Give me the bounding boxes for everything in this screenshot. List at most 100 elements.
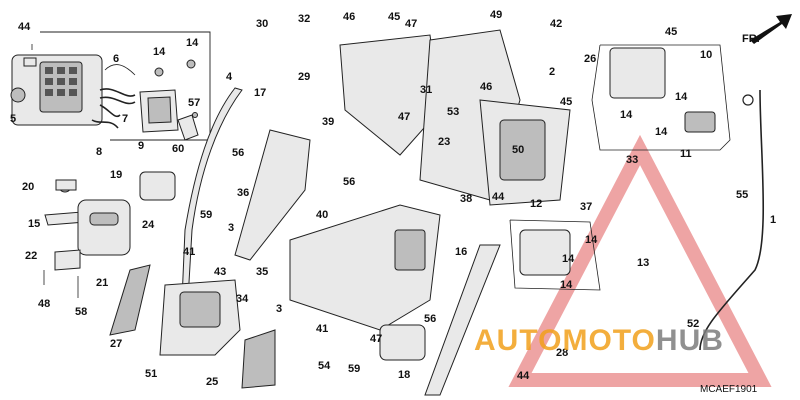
panel-part <box>684 111 716 133</box>
part-callout-60: 60 <box>172 143 184 155</box>
fastener-part <box>154 67 164 77</box>
cover-part <box>77 199 131 256</box>
part-callout-8: 8 <box>96 146 102 158</box>
part-callout-40: 40 <box>316 209 328 221</box>
watermark-triangle <box>508 134 772 387</box>
part-callout-29: 29 <box>298 71 310 83</box>
part-callout-21: 21 <box>96 277 108 289</box>
part-callout-50: 50 <box>512 144 524 156</box>
part-callout-58: 58 <box>75 306 87 318</box>
part-callout-16: 16 <box>455 246 467 258</box>
svg-text:FR.: FR. <box>742 33 760 45</box>
wire-harness-part <box>91 64 136 129</box>
part-callout-45: 45 <box>665 26 677 38</box>
part-callout-54: 54 <box>318 360 331 372</box>
part-callout-56: 56 <box>232 147 244 159</box>
part-callout-42: 42 <box>550 18 562 30</box>
part-callout-46: 46 <box>343 11 355 23</box>
upper-cover-part <box>339 34 441 156</box>
part-callout-46: 46 <box>480 81 492 93</box>
fastener-part <box>186 59 196 69</box>
part-callout-24: 24 <box>142 219 155 231</box>
control-unit-part <box>139 89 179 133</box>
part-callout-32: 32 <box>298 13 310 25</box>
part-callout-18: 18 <box>398 369 410 381</box>
pad-part <box>109 264 151 336</box>
part-callout-14: 14 <box>562 253 575 265</box>
switch-panel-part <box>10 54 103 126</box>
part-callout-14: 14 <box>153 46 166 58</box>
watermark-text: AUTOMOTOHUB <box>474 324 724 357</box>
part-callout-19: 19 <box>110 169 122 181</box>
part-callout-14: 14 <box>585 234 598 246</box>
part-callout-1: 1 <box>770 214 776 226</box>
vent-grille-part <box>139 171 176 201</box>
part-callout-41: 41 <box>183 246 195 258</box>
part-callout-14: 14 <box>655 126 668 138</box>
part-callout-20: 20 <box>22 181 34 193</box>
part-callout-59: 59 <box>200 209 212 221</box>
part-callout-45: 45 <box>560 96 572 108</box>
hinge-part <box>55 179 77 193</box>
part-callout-37: 37 <box>580 201 592 213</box>
part-callout-17: 17 <box>254 87 266 99</box>
clip-part <box>177 114 199 141</box>
part-callout-15: 15 <box>28 218 40 230</box>
part-callout-9: 9 <box>138 140 144 152</box>
diagram-code: MCAEF1901 <box>700 384 758 395</box>
part-callout-14: 14 <box>560 279 573 291</box>
part-callout-47: 47 <box>370 333 382 345</box>
part-callout-47: 47 <box>405 18 417 30</box>
part-callout-35: 35 <box>256 266 268 278</box>
storage-box-part <box>609 47 666 99</box>
part-callout-3: 3 <box>276 303 282 315</box>
inner-bracket-part <box>234 129 311 261</box>
part-callout-14: 14 <box>186 37 199 49</box>
part-callout-44: 44 <box>517 370 530 382</box>
part-callout-56: 56 <box>424 313 436 325</box>
part-callout-38: 38 <box>460 193 472 205</box>
part-callout-44: 44 <box>492 191 505 203</box>
part-callout-12: 12 <box>530 198 542 210</box>
lid-part <box>519 229 571 276</box>
part-callout-33: 33 <box>626 154 638 166</box>
part-callout-56: 56 <box>343 176 355 188</box>
part-callout-57: 57 <box>188 97 200 109</box>
part-callout-36: 36 <box>237 187 249 199</box>
part-callout-2: 2 <box>549 66 555 78</box>
part-callout-43: 43 <box>214 266 226 278</box>
part-callout-25: 25 <box>206 376 218 388</box>
grille-part <box>379 324 426 361</box>
cable-part <box>699 89 765 351</box>
part-callout-47: 47 <box>398 111 410 123</box>
part-callout-27: 27 <box>110 338 122 350</box>
part-callout-7: 7 <box>122 113 128 125</box>
part-callout-41: 41 <box>316 323 328 335</box>
part-callout-59: 59 <box>348 363 360 375</box>
part-callout-30: 30 <box>256 18 268 30</box>
part-callout-14: 14 <box>675 91 688 103</box>
part-callout-23: 23 <box>438 136 450 148</box>
speaker-housing-part <box>159 279 241 356</box>
screw-part <box>192 112 198 118</box>
part-callout-3: 3 <box>228 222 234 234</box>
part-callout-45: 45 <box>388 11 400 23</box>
part-callout-6: 6 <box>113 53 119 65</box>
part-callout-52: 52 <box>687 318 699 330</box>
part-callout-28: 28 <box>556 347 568 359</box>
part-callout-49: 49 <box>490 9 502 21</box>
part-callout-53: 53 <box>447 106 459 118</box>
part-callout-55: 55 <box>736 189 748 201</box>
part-callout-31: 31 <box>420 84 432 96</box>
part-callout-14: 14 <box>620 109 633 121</box>
front-direction-arrow: FR. <box>742 14 792 45</box>
part-callout-51: 51 <box>145 368 157 380</box>
part-callout-13: 13 <box>637 257 649 269</box>
latch-part <box>54 249 81 271</box>
part-callout-44: 44 <box>18 21 31 33</box>
part-callout-48: 48 <box>38 298 50 310</box>
part-callout-22: 22 <box>25 250 37 262</box>
